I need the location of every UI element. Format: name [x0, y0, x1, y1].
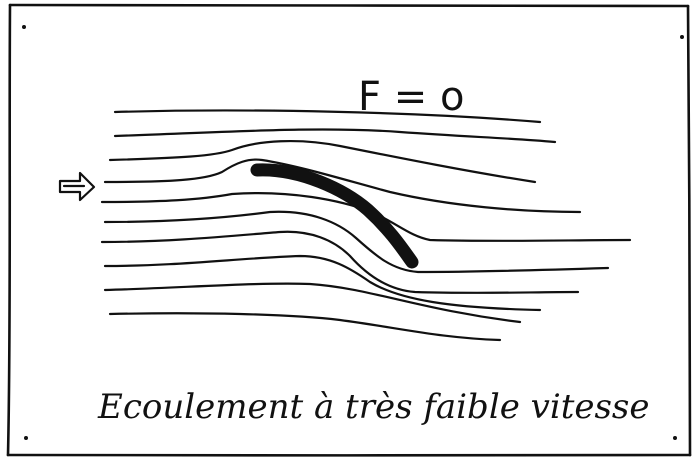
streamline [105, 284, 520, 322]
frame-left [8, 5, 10, 455]
obstacle-plate [257, 170, 412, 262]
right-arrow-icon [60, 173, 94, 200]
streamline [105, 256, 540, 310]
streamlines [102, 110, 630, 340]
frame-top [10, 5, 688, 6]
frame-right [688, 6, 690, 455]
corner-dot [24, 436, 28, 440]
streamline [115, 129, 555, 142]
frame-bottom [8, 455, 690, 456]
caption-label: Ecoulement à très faible vitesse [97, 387, 650, 427]
corner-dot [680, 35, 684, 39]
corner-dot [673, 436, 677, 440]
streamline [115, 110, 540, 122]
streamline [110, 313, 500, 340]
corner-dot [22, 25, 26, 29]
